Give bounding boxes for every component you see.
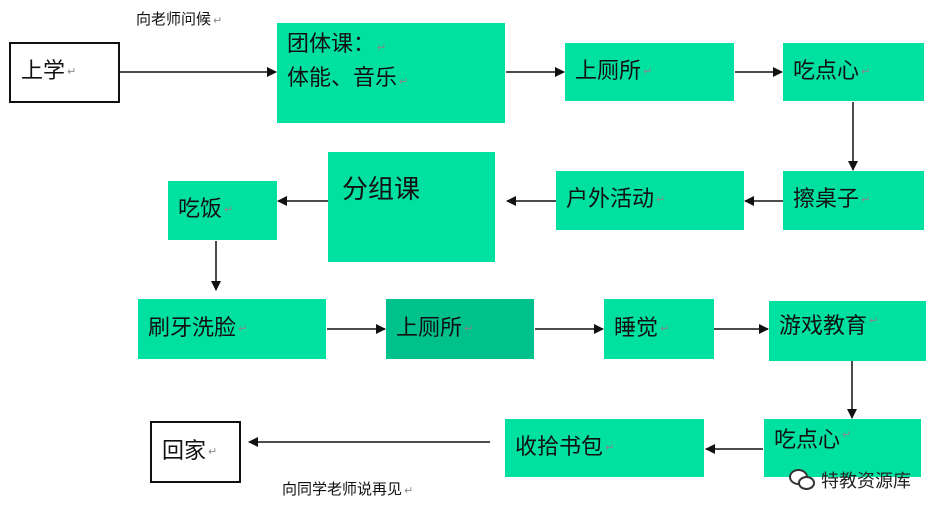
watermark: 特教资源库: [789, 467, 911, 493]
node-snack-1: 吃点心↵: [783, 43, 924, 101]
node-game-education: 游戏教育↵: [769, 301, 926, 361]
node-pack-bag: 收拾书包↵: [505, 419, 704, 477]
watermark-text: 特教资源库: [821, 471, 911, 492]
node-toilet-1: 上厕所↵: [565, 43, 734, 101]
node-group-class: 团体课：↵ 体能、音乐↵: [277, 23, 505, 123]
note-greet-teacher: 向老师问候↵: [136, 10, 223, 28]
node-go-home: 回家↵: [150, 421, 241, 483]
wechat-icon: [789, 469, 815, 491]
node-sleep: 睡觉↵: [604, 299, 714, 359]
node-small-group: 分组课: [328, 152, 495, 262]
node-go-to-school: 上学↵: [9, 42, 120, 103]
node-toilet-2: 上厕所↵: [386, 299, 534, 359]
node-lunch: 吃饭↵: [168, 181, 277, 240]
node-brush-wash: 刷牙洗脸↵: [138, 299, 326, 359]
node-outdoor: 户外活动↵: [556, 171, 744, 230]
note-say-goodbye: 向同学老师说再见↵: [282, 480, 414, 498]
node-snack-2: 吃点心↵: [764, 419, 921, 477]
group-class-text: 团体课：↵ 体能、音乐↵: [287, 32, 409, 92]
node-wipe-table: 擦桌子↵: [783, 171, 924, 230]
